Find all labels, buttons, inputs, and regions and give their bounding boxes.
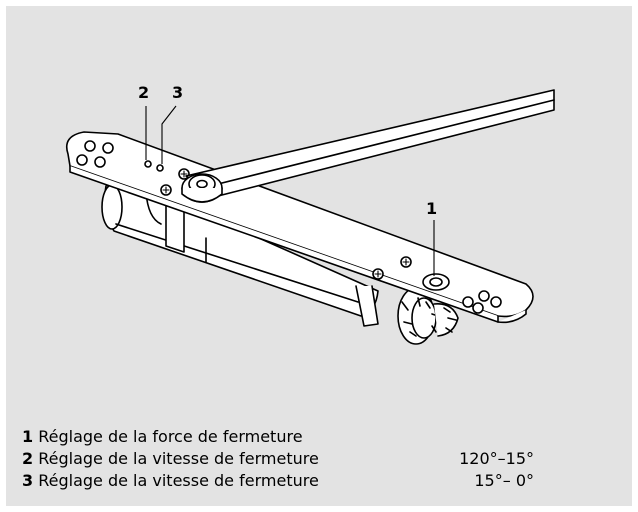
legend-text: Réglage de la force de fermeture (38, 427, 303, 446)
callout-3: 3 (172, 83, 183, 102)
legend-text: Réglage de la vitesse de fermeture (38, 471, 319, 490)
callout-1: 1 (426, 199, 437, 218)
figure-panel: 2 3 1 1 Réglage de la force de fermeture… (6, 6, 632, 506)
legend-item-1: 1 Réglage de la force de fermeture (22, 426, 622, 448)
legend-item-2: 2 Réglage de la vitesse de fermeture 120… (22, 448, 622, 470)
legend: 1 Réglage de la force de fermeture 2 Rég… (22, 426, 622, 492)
callout-2: 2 (138, 83, 149, 102)
force-adjustment-screw (422, 273, 450, 291)
legend-item-3: 3 Réglage de la vitesse de fermeture 15°… (22, 470, 622, 492)
speed-valves (144, 160, 164, 172)
legend-number: 1 (22, 427, 34, 446)
legend-angle: 15°– 0° (474, 471, 534, 490)
legend-number: 2 (22, 449, 34, 468)
legend-angle: 120°–15° (459, 449, 534, 468)
legend-text: Réglage de la vitesse de fermeture (38, 449, 319, 468)
leader-line-3 (161, 105, 177, 164)
door-closer-drawing: 2 3 1 (65, 83, 555, 345)
closer-arm (181, 89, 555, 203)
legend-number: 3 (22, 471, 34, 490)
closer-body (101, 177, 379, 327)
